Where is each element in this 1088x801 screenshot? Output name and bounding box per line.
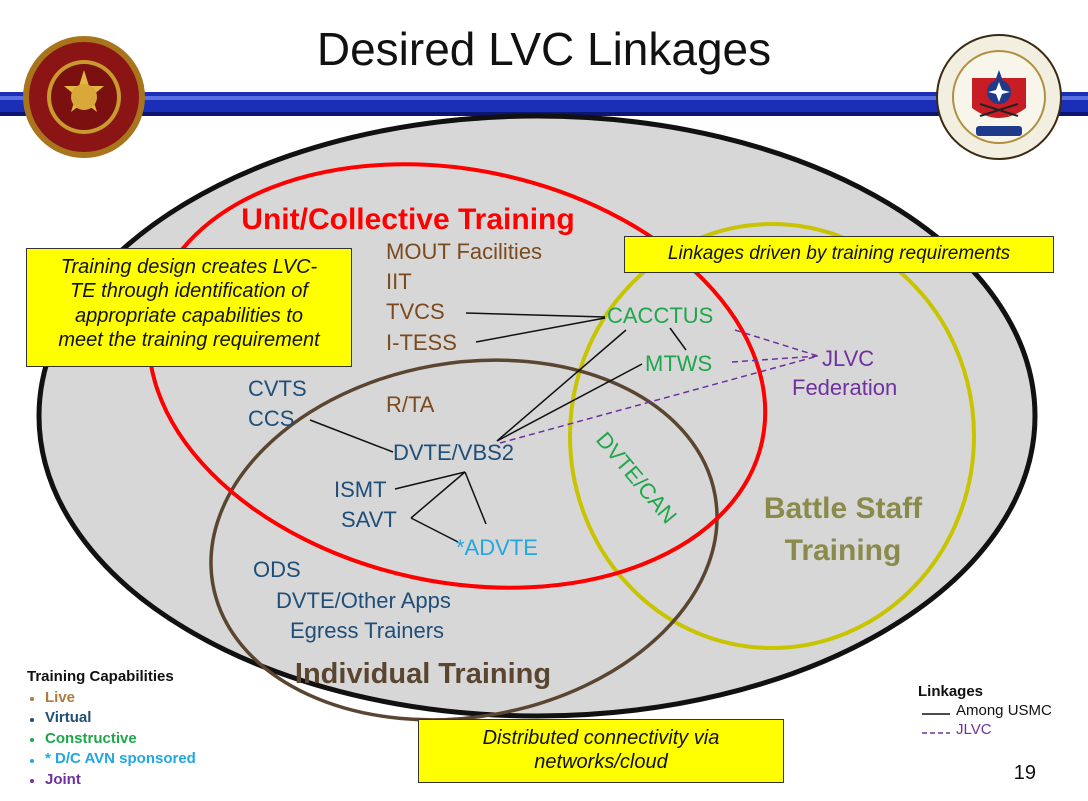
link-savt-advte — [410, 517, 459, 543]
bullet-dc-avn — [30, 759, 34, 763]
individual-training-ellipse — [209, 358, 719, 722]
link-vbs2-advte — [464, 471, 487, 525]
legend-live: Live — [45, 688, 76, 706]
link-ismt-vbs2 — [394, 471, 466, 490]
callout-line-2: TE through identification of — [70, 280, 308, 303]
node-dvte-vbs2: DVTE/VBS2 — [393, 440, 514, 465]
battle-staff-label-2: Training — [785, 534, 902, 567]
link-savt-vbs2 — [410, 471, 466, 519]
slide-title: Desired LVC Linkages — [316, 23, 772, 75]
linkages-jlvc: JLVC — [956, 721, 992, 738]
node-advte: *ADVTE — [456, 535, 538, 560]
node-jlvc-federation: Federation — [792, 375, 897, 400]
callout-line-3: appropriate capabilities to — [75, 304, 303, 327]
bullet-constructive — [30, 738, 34, 742]
node-ods: ODS — [253, 557, 301, 582]
callout-line-4: meet the training requirement — [58, 329, 320, 352]
jlvc-link-mtws — [731, 355, 819, 363]
link-tvcs-cacctus — [465, 312, 606, 318]
node-cvts: CVTS — [248, 376, 307, 401]
node-egress-trainers: Egress Trainers — [290, 618, 444, 643]
node-iit: IIT — [386, 269, 412, 294]
node-jlvc: JLVC — [822, 346, 874, 371]
distributed-connectivity-callout: Distributed connectivity via networks/cl… — [418, 719, 784, 783]
link-cacctus-mtws — [669, 327, 687, 351]
node-cacctus: CACCTUS — [607, 303, 713, 328]
node-mout-facilities: MOUT Facilities — [386, 239, 542, 264]
node-dvte-other-apps: DVTE/Other Apps — [276, 588, 451, 613]
capabilities-legend: Training Capabilities Live Virtual Const… — [27, 667, 196, 790]
legend-constructive: Constructive — [45, 729, 137, 747]
legend-dc-avn: * D/C AVN sponsored — [45, 750, 196, 767]
link-ccs-vbs2 — [309, 419, 394, 453]
usmc-linkages — [309, 312, 687, 543]
node-mtws: MTWS — [645, 351, 712, 376]
node-savt: SAVT — [341, 507, 397, 532]
training-design-callout: Training design creates LVC- TE through … — [26, 248, 352, 367]
node-ccs: CCS — [248, 406, 294, 431]
link-vbs2-cacctus — [496, 329, 627, 442]
jlvc-link-vbs2 — [499, 355, 819, 444]
jlvc-linkages — [499, 329, 819, 444]
bullet-joint — [30, 779, 34, 783]
distributed-line-2: networks/cloud — [534, 751, 668, 774]
distributed-line-1: Distributed connectivity via — [482, 727, 720, 749]
marine-corps-seal — [23, 36, 145, 158]
node-ismt: ISMT — [334, 477, 387, 502]
linkages-legend: Linkages Among USMC JLVC — [918, 682, 1052, 739]
battle-staff-ellipse — [568, 222, 976, 650]
jlvc-link-cacctus — [734, 329, 819, 357]
legend-virtual: Virtual — [45, 709, 92, 726]
node-tvcs: TVCS — [386, 299, 445, 324]
capabilities-heading: Training Capabilities — [27, 668, 174, 685]
node-r-ta: R/TA — [386, 392, 435, 417]
callout-line-1: Training design creates LVC- — [60, 256, 318, 278]
individual-training-label: Individual Training — [295, 658, 551, 690]
linkages-heading: Linkages — [918, 683, 984, 700]
header-banner-highlight — [0, 96, 1088, 100]
page-number: 19 — [1013, 762, 1036, 784]
legend-joint: Joint — [45, 770, 81, 788]
bullet-live — [30, 697, 34, 701]
node-i-tess: I-TESS — [386, 330, 457, 355]
battle-staff-label-1: Battle Staff — [764, 492, 923, 525]
unit-collective-label: Unit/Collective Training — [241, 203, 574, 236]
link-vbs2-mtws — [496, 363, 643, 442]
requirements-text: Linkages driven by training requirements — [667, 243, 1011, 264]
link-itess-cacctus — [475, 317, 606, 343]
capability-bullets — [30, 697, 34, 783]
requirements-callout: Linkages driven by training requirements — [624, 236, 1054, 273]
training-command-seal — [936, 34, 1062, 160]
linkages-usmc: Among USMC — [956, 702, 1052, 719]
bullet-virtual — [30, 718, 34, 722]
